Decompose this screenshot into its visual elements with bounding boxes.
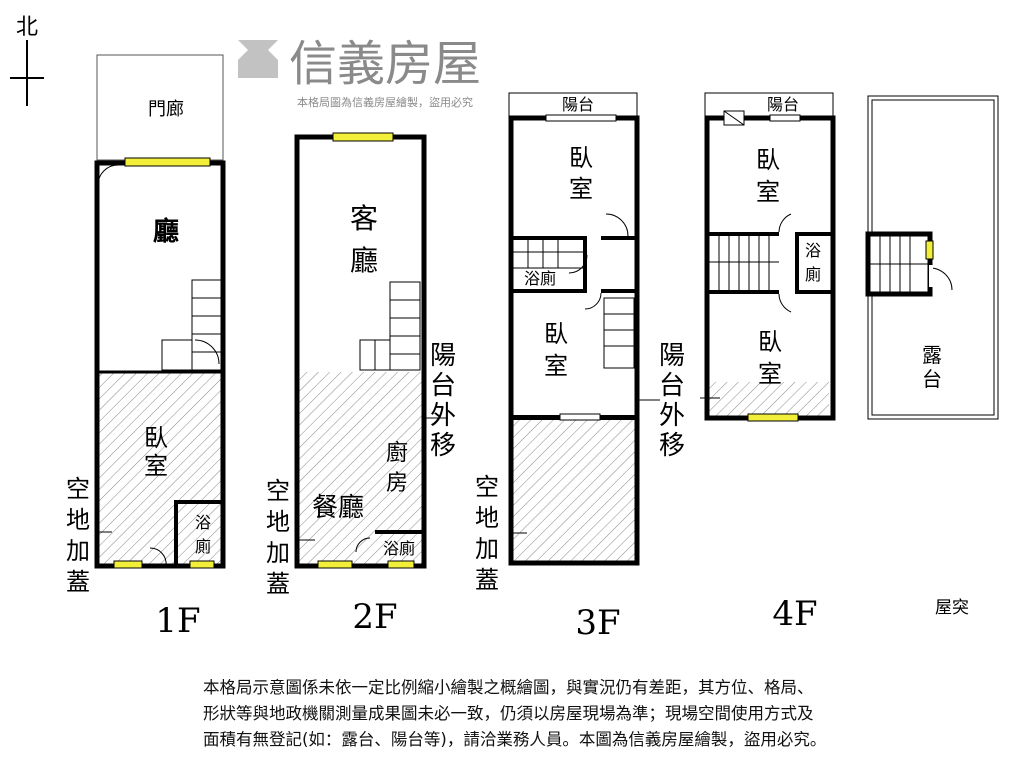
disclaimer-line: 本格局示意圖係未依一定比例縮小繪製之概繪圖，與實況仍有差距，其方位、格局、 xyxy=(203,678,814,697)
label-addition: 地 xyxy=(475,504,499,532)
label-bedroom: 室 xyxy=(758,360,782,388)
north-label: 北 xyxy=(16,15,38,40)
floor-label-roof: 屋突 xyxy=(935,598,969,618)
floor-label-4f: 4F xyxy=(772,594,817,634)
disclaimer-line: 面積有無登記(如：露台、陽台等)，請洽業務人員。本圖為信義房屋繪製，盜用必究。 xyxy=(203,730,827,749)
watermark-small-text: 本格局圖為信義房屋繪製，盜用必究 xyxy=(297,95,473,109)
disclaimer-line: 形狀等與地政機關測量成果圖未必一致，仍須以房屋現場為準；現場空間使用方式及 xyxy=(203,704,814,723)
label-bedroom: 臥 xyxy=(758,328,782,356)
label-bath: 浴 xyxy=(195,513,211,532)
label-balcony-moved: 台 xyxy=(659,371,685,401)
label-bedroom: 臥 xyxy=(144,424,168,452)
label-bath: 浴廁 xyxy=(383,539,415,558)
label-living: 廳 xyxy=(350,244,378,277)
label-addition: 地 xyxy=(266,508,290,536)
label-balcony-moved: 陽 xyxy=(659,341,685,371)
label-bath: 浴廁 xyxy=(524,269,556,288)
floor-1f xyxy=(94,54,226,569)
label-bath: 廁 xyxy=(195,537,211,556)
disclaimer-text: 本格局示意圖係未依一定比例縮小繪製之概繪圖，與實況仍有差距，其方位、格局、 形狀… xyxy=(203,675,943,753)
floor-label-3f: 3F xyxy=(575,603,620,643)
label-balcony: 陽台 xyxy=(562,95,594,114)
label-bedroom: 室 xyxy=(144,452,168,480)
label-balcony-moved: 陽 xyxy=(430,341,456,371)
label-bedroom: 室 xyxy=(569,175,593,203)
label-porch: 門廊 xyxy=(148,99,184,120)
floor-label-1f: 1F xyxy=(155,601,200,641)
label-bedroom: 室 xyxy=(756,178,780,206)
label-terrace: 台 xyxy=(922,367,942,391)
label-addition: 加 xyxy=(266,539,290,567)
label-living: 客 xyxy=(350,202,378,235)
label-bedroom: 臥 xyxy=(544,320,568,348)
label-kitchen: 房 xyxy=(386,471,408,496)
label-addition: 蓋 xyxy=(475,566,499,594)
floor-2f xyxy=(294,132,448,569)
label-addition: 加 xyxy=(475,535,499,563)
label-kitchen: 廚 xyxy=(386,441,408,466)
label-hall: 廳 xyxy=(153,216,179,247)
label-dining: 餐廳 xyxy=(312,493,364,523)
label-bath: 浴 xyxy=(805,241,821,260)
label-balcony-moved: 台 xyxy=(430,371,456,401)
label-balcony-moved: 移 xyxy=(659,431,685,461)
label-terrace: 露 xyxy=(922,343,942,367)
watermark-logo: 信義房屋 本格局圖為信義房屋繪製，盜用必究 xyxy=(238,36,481,109)
label-addition: 空 xyxy=(266,477,290,505)
label-addition: 蓋 xyxy=(266,570,290,598)
label-balcony-moved: 外 xyxy=(430,401,456,431)
north-arrow-icon xyxy=(10,40,44,106)
floor-roof xyxy=(865,95,999,420)
label-bedroom: 臥 xyxy=(569,144,593,172)
label-balcony-moved: 移 xyxy=(430,431,456,461)
watermark-brand: 信義房屋 xyxy=(289,36,481,92)
label-addition: 加 xyxy=(66,537,90,565)
label-bath: 廁 xyxy=(805,265,821,284)
watermark-house-icon xyxy=(238,40,278,78)
floor-4f xyxy=(700,92,836,422)
label-bedroom: 室 xyxy=(544,352,568,380)
label-balcony-moved: 外 xyxy=(659,401,685,431)
label-addition: 蓋 xyxy=(66,568,90,596)
label-addition: 空 xyxy=(66,475,90,503)
label-addition: 地 xyxy=(66,506,90,534)
label-balcony: 陽台 xyxy=(767,95,799,114)
floor-3f xyxy=(508,92,660,566)
label-bedroom: 臥 xyxy=(756,146,780,174)
floor-label-2f: 2F xyxy=(352,597,397,637)
label-addition: 空 xyxy=(475,473,499,501)
